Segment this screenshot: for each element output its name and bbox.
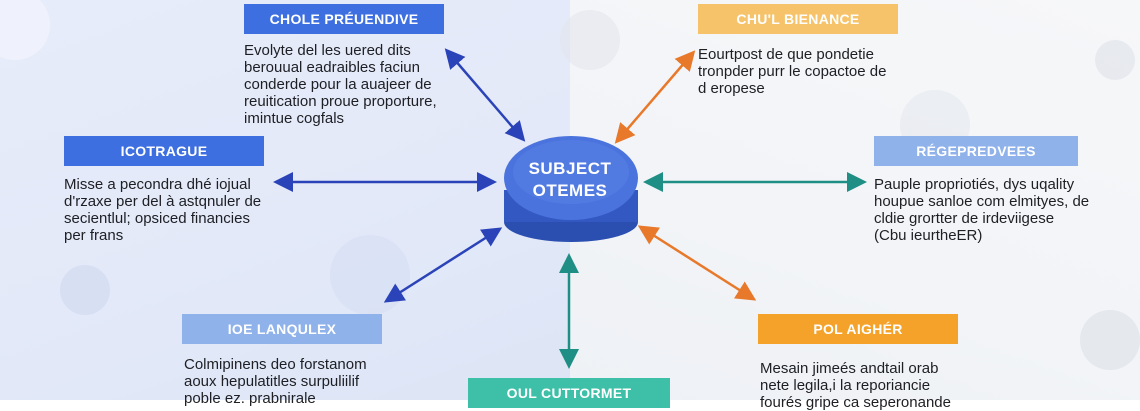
label-mid-right: RÉGEPREDVEES — [874, 136, 1078, 166]
label-mid-left: ICOTRAGUE — [64, 136, 264, 166]
hub-label-line1: SUBJECT — [528, 159, 612, 178]
description-line: per frans — [64, 227, 124, 244]
description-line: d'rzaxe per del à astqnuler de — [64, 193, 262, 210]
description-line: poble ez. prabnirale — [184, 390, 316, 407]
description-line: Colmipinens deo forstanom — [184, 356, 367, 373]
description-line: berouual eadraibles faciun — [244, 59, 420, 76]
description-line: nete legila,i la reporiancie — [760, 377, 931, 394]
decorative-circle — [60, 265, 110, 315]
description-line: reuitication proue proporture, — [244, 93, 437, 110]
description-line: houpue sanloe com elmityes, de — [874, 193, 1090, 210]
label-bottom-right: POL AIGHÉR — [758, 314, 958, 344]
description-line: Eourtpost de que pondetie — [698, 46, 874, 63]
description-line: Mesain jimeés andtail orab — [760, 360, 939, 377]
decorative-circle — [1080, 310, 1140, 370]
label-bottom-center: OUL CUTTORMET — [468, 378, 670, 408]
description-line: Pauple propriotiés, dys uqality — [874, 176, 1075, 193]
description-line: tronpder purr le copactoe de — [698, 63, 887, 80]
description-line: conderde pour la auajeer de — [244, 76, 432, 93]
arrow-top-left — [444, 48, 526, 142]
description-mid-right: Pauple propriotiés, dys uqality houpue s… — [874, 176, 1089, 244]
description-line: imintue cogfals — [244, 110, 345, 127]
description-line: cldie grortter de irdeviigese — [874, 210, 1055, 227]
arrow-bottom-right — [637, 225, 757, 301]
description-bottom-right: Mesain jimeés andtail orab nete legila,i… — [760, 360, 951, 411]
hub-cylinder — [504, 136, 638, 242]
description-line: (Cbu ieurtheER) — [874, 227, 983, 244]
description-line: Misse a pecondra dhé iojual — [64, 176, 251, 193]
description-line: fourés gripe ca seperonande — [760, 394, 951, 411]
label-bottom-left: IOE LANQULEX — [182, 314, 382, 344]
label-top-right: CHU'L BIENANCE — [698, 4, 898, 34]
description-line: Evolyte del les uered dits — [244, 42, 411, 59]
hub-label: SUBJECT OTEMES — [505, 158, 635, 202]
arrow-bottom-left — [383, 227, 503, 303]
decorative-circle — [560, 10, 620, 70]
label-top-left: CHOLE PRÉUENDIVE — [244, 4, 444, 34]
description-mid-left: Misse a pecondra dhé iojual d'rzaxe per … — [64, 176, 261, 244]
connector-arrows — [273, 48, 867, 369]
decorative-circle — [1095, 40, 1135, 80]
hub-label-line2: OTEMES — [532, 181, 608, 200]
description-line: d eropese — [698, 80, 765, 97]
description-line: aoux hepulatitles surpuliilif — [184, 373, 360, 390]
arrow-top-right — [614, 50, 696, 144]
description-top-left: Evolyte del les uered dits berouual eadr… — [244, 42, 437, 127]
description-top-right: Eourtpost de que pondetie tronpder purr … — [698, 46, 886, 97]
description-line: secientlul; opsiced financies — [64, 210, 250, 227]
description-bottom-left: Colmipinens deo forstanom aoux hepulatit… — [184, 356, 367, 407]
